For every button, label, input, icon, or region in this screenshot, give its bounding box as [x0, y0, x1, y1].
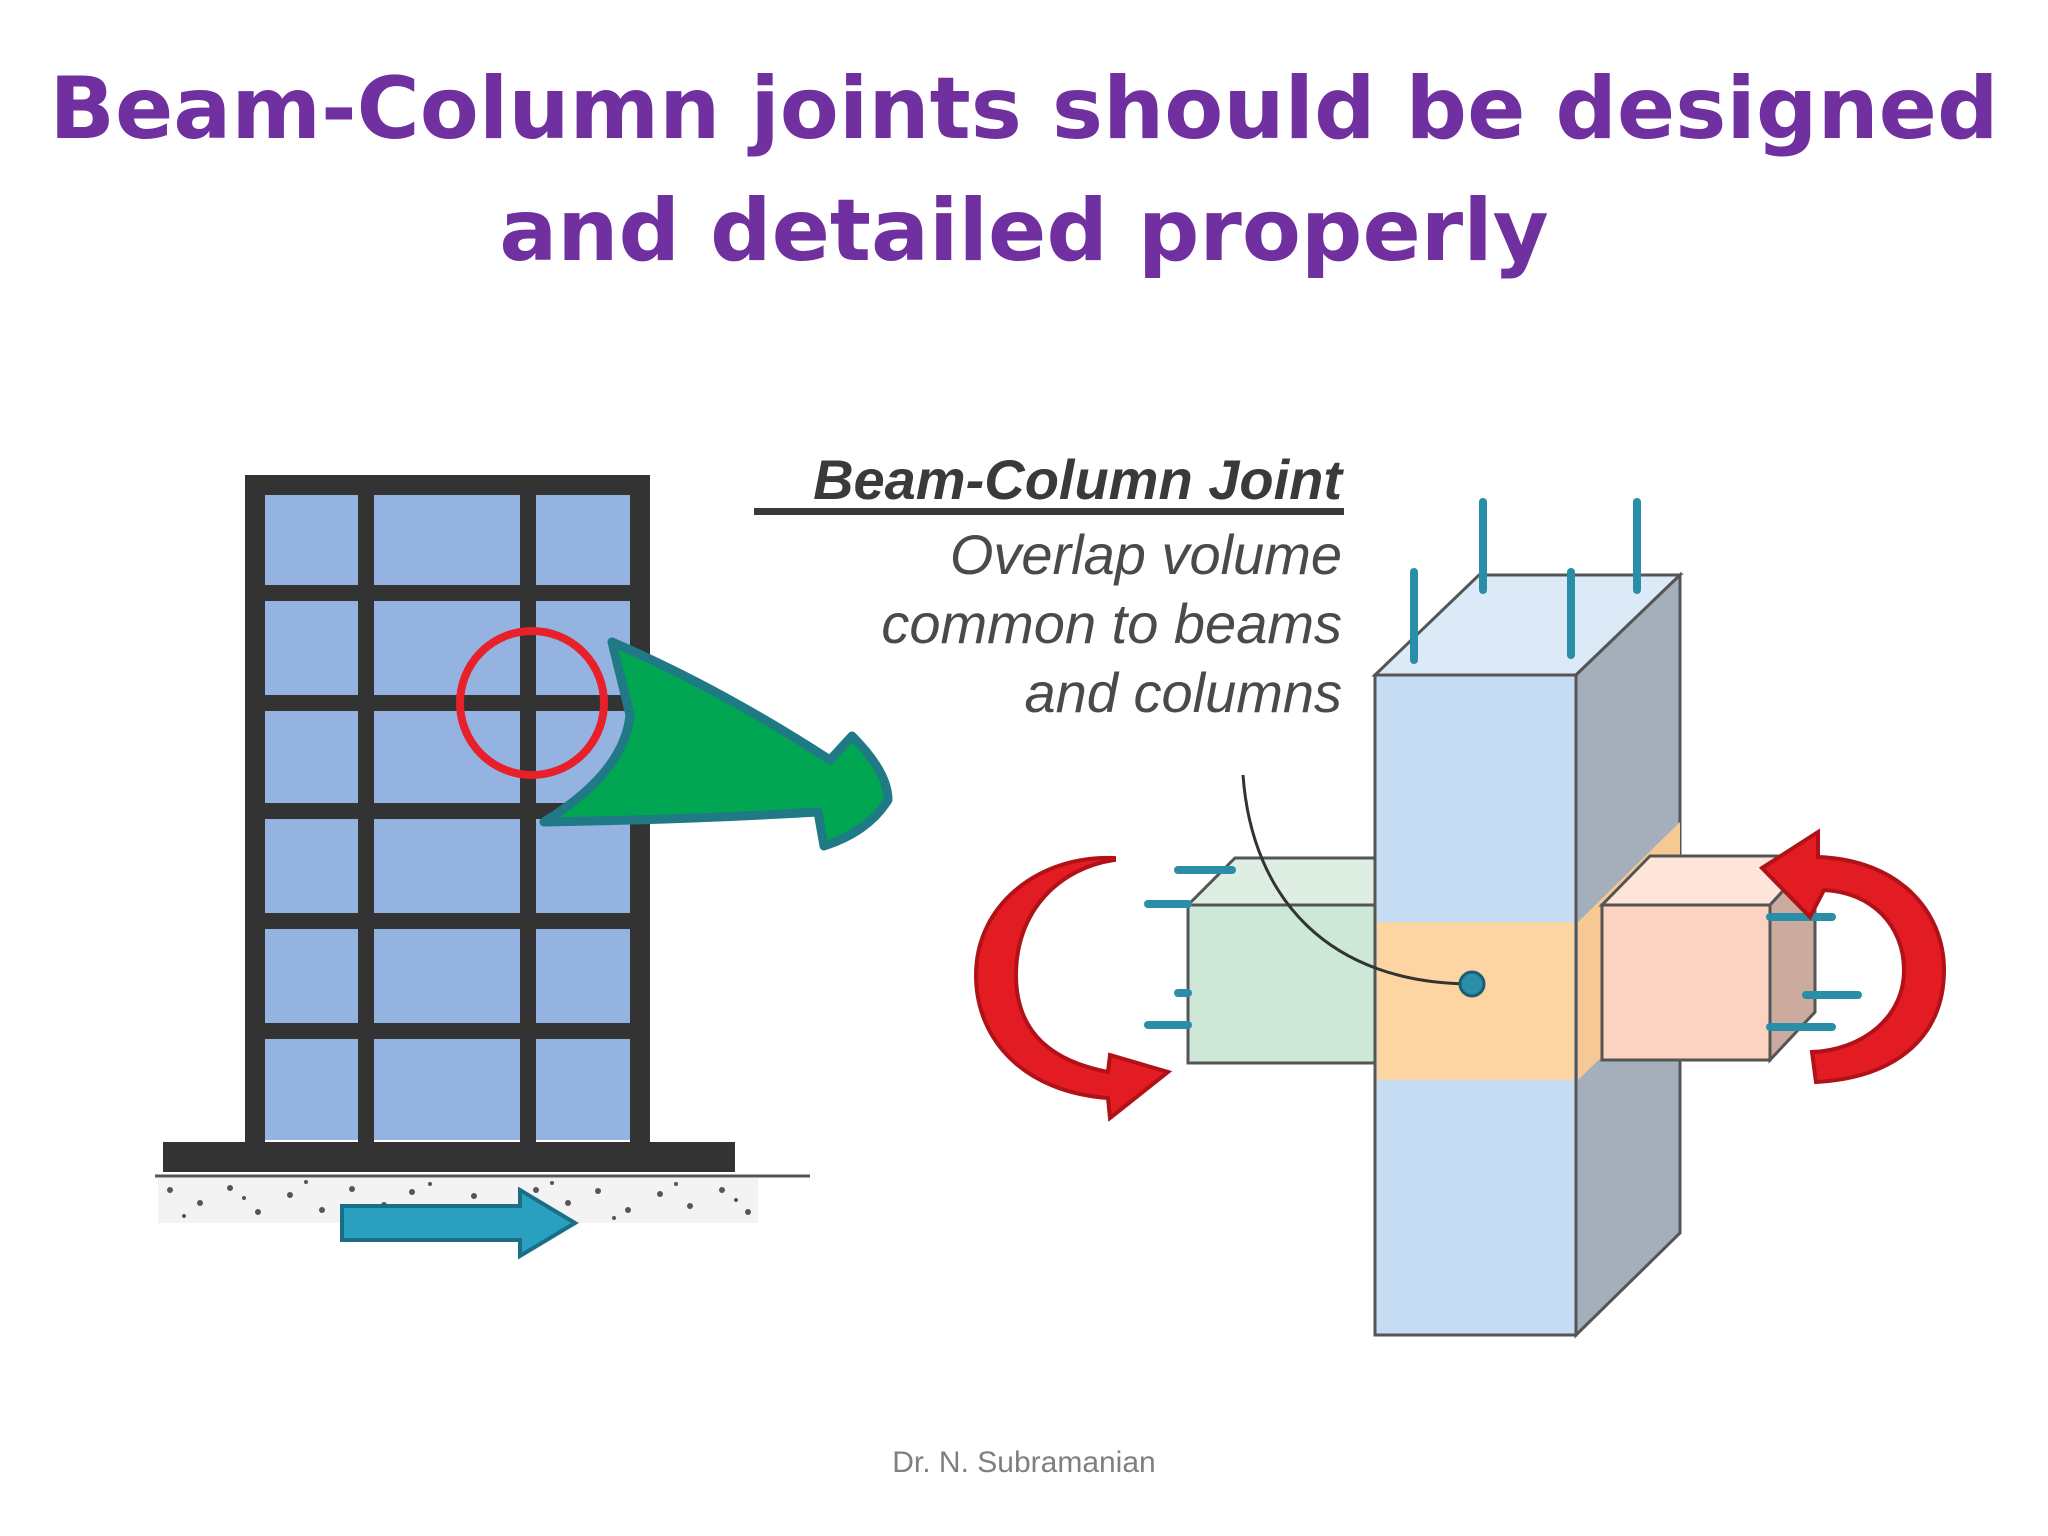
label-heading-underline: [754, 508, 1344, 515]
joint-center-marker: [1458, 970, 1486, 998]
joint-label: Beam-Column Joint Overlap volume common …: [754, 448, 1344, 724]
building-frame-icon: [163, 475, 735, 1172]
title-line-1: Beam-Column joints should be designed: [49, 59, 1999, 159]
left-beam-rebar: [1144, 866, 1236, 1029]
foundation-slab: [163, 1142, 735, 1172]
label-line-1: Overlap volume: [950, 523, 1342, 586]
right-arrow-icon: [340, 1186, 579, 1260]
title-line-2: and detailed properly: [499, 181, 1549, 281]
joint-core-front: [1377, 922, 1574, 1080]
building-windows: [256, 486, 640, 1140]
curved-moment-arrow-icon: [973, 855, 1173, 1122]
building-frame: [245, 475, 650, 1145]
joint-highlight-circle: [456, 627, 608, 779]
slide-title: Beam-Column joints should be designed an…: [0, 48, 2048, 292]
column-rebar: [1410, 498, 1641, 664]
curved-arrow-icon: [539, 637, 893, 851]
label-line-3: and columns: [1024, 661, 1342, 724]
label-line-2: common to beams: [881, 592, 1342, 655]
footer-credit: Dr. N. Subramanian: [892, 1446, 1156, 1479]
right-beam-front-face: [1600, 903, 1772, 1062]
label-heading: Beam-Column Joint: [813, 448, 1344, 511]
curved-moment-arrow-icon-right: [1758, 828, 1947, 1085]
left-beam-front-face: [1186, 903, 1377, 1065]
label-leader-line: [1241, 774, 1471, 986]
